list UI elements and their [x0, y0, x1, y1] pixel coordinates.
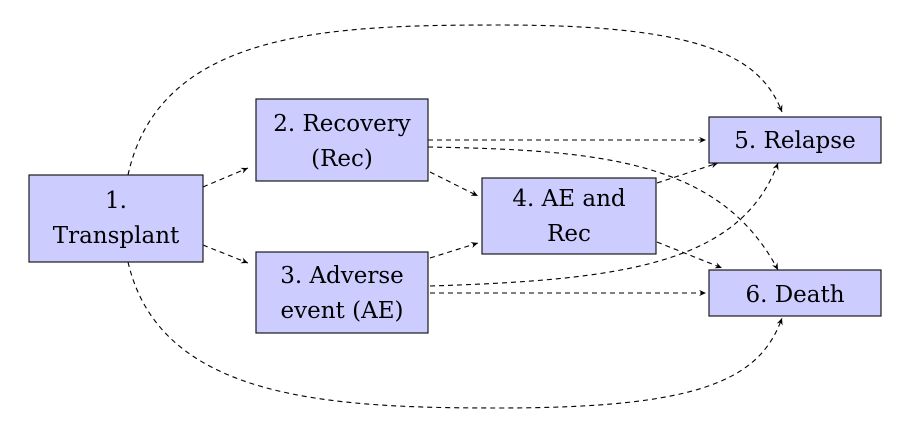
node-recovery: 2. Recovery (Rec) [255, 98, 429, 182]
edge-recovery-to-aerec [429, 171, 479, 197]
node-recovery-line-1: 2. Recovery [273, 111, 411, 137]
node-relapse-box [708, 116, 882, 164]
edge-aerec-to-relapse [656, 162, 719, 184]
node-transplant-box [28, 174, 204, 263]
node-recovery-box [255, 98, 429, 182]
node-adverse-event-box [255, 251, 429, 334]
edge-adverse-to-aerec [429, 242, 479, 259]
node-death-box [708, 269, 882, 317]
edge-transplant-to-relapse [127, 24, 783, 176]
node-adverse-event: 3. Adverse event (AE) [255, 251, 429, 334]
node-transplant-line-2: Transplant [53, 223, 180, 249]
edges [127, 24, 783, 409]
edge-recovery-to-death [427, 146, 779, 271]
edge-transplant-to-recovery [202, 167, 249, 188]
node-death-line-1: 6. Death [745, 282, 844, 308]
node-relapse-line-1: 5. Relapse [734, 128, 855, 154]
node-adverse-event-line-1: 3. Adverse [280, 263, 404, 289]
node-recovery-line-2: (Rec) [311, 146, 373, 172]
node-ae-and-rec-line-1: 4. AE and [512, 186, 625, 212]
edge-adverse-to-relapse [429, 162, 779, 287]
node-death: 6. Death [708, 269, 882, 317]
edge-aerec-to-death [656, 241, 723, 269]
node-relapse: 5. Relapse [708, 116, 882, 164]
edge-transplant-to-adverse [202, 244, 249, 264]
node-ae-and-rec: 4. AE and Rec [481, 177, 657, 255]
node-transplant-line-1: 1. [105, 188, 127, 214]
edge-transplant-to-death [127, 261, 783, 409]
node-ae-and-rec-box [481, 177, 657, 255]
node-transplant: 1. Transplant [28, 174, 204, 263]
node-adverse-event-line-2: event (AE) [281, 298, 404, 324]
node-ae-and-rec-line-2: Rec [547, 221, 591, 247]
